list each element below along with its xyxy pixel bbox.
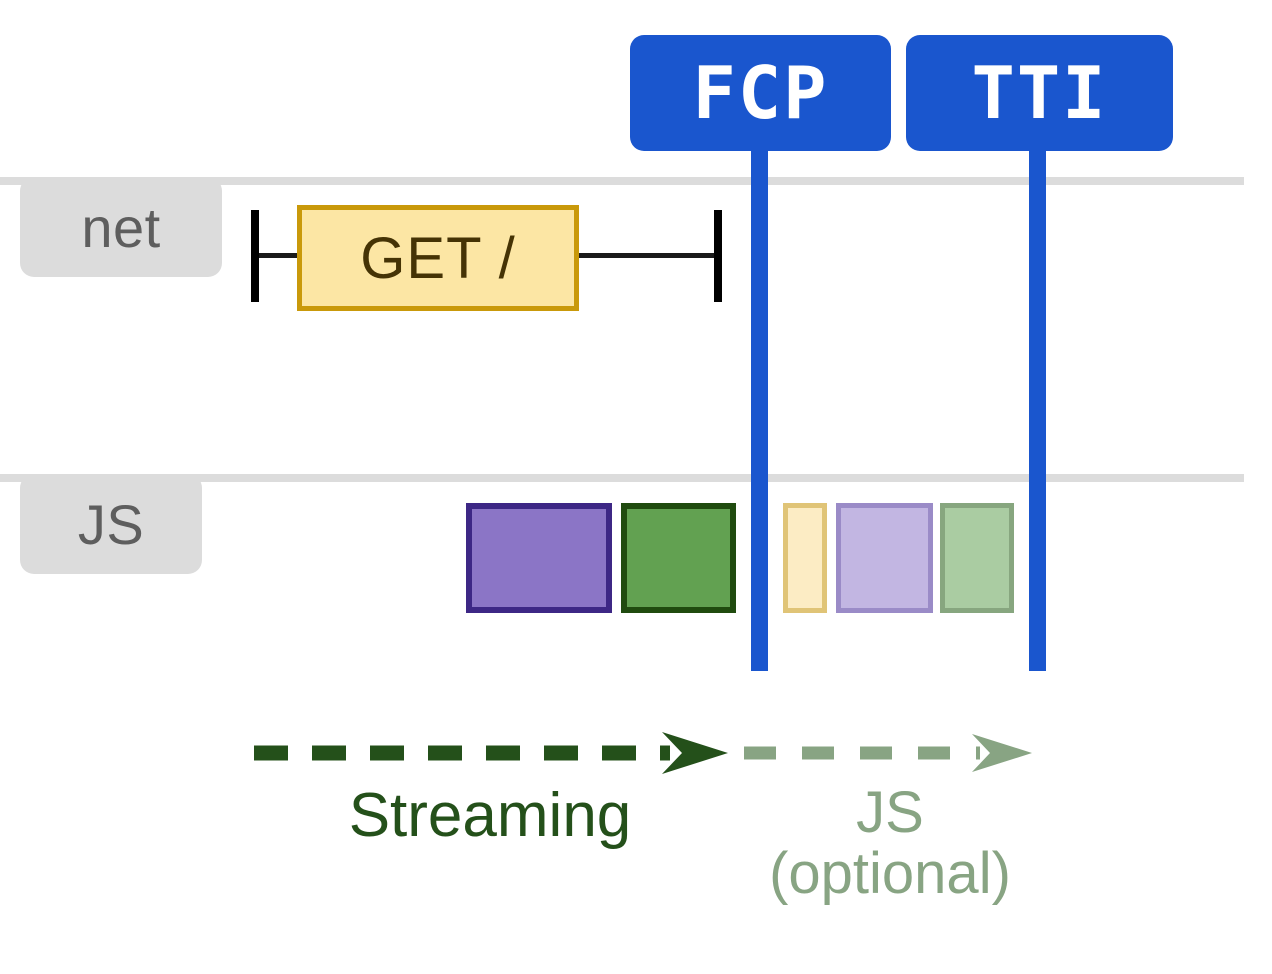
- request-whisker-cap-right: [714, 210, 722, 302]
- js-task-block-optional-2: [836, 503, 933, 613]
- request-whisker-cap-left: [251, 210, 259, 302]
- js-task-block-optional-3: [940, 503, 1014, 613]
- annotation-label-optional-js: JS (optional): [740, 780, 1040, 906]
- lane-label-js: JS: [20, 474, 202, 574]
- js-task-block-exec: [621, 503, 736, 613]
- marker-line-tti: [1029, 144, 1046, 671]
- marker-badge-fcp: FCP: [630, 35, 891, 151]
- network-request-block: GET /: [297, 205, 579, 311]
- streaming-arrow-icon: [254, 732, 728, 774]
- annotation-label-optional-js-main: JS: [856, 780, 924, 845]
- lane-rule-js: [0, 474, 1244, 482]
- marker-line-fcp: [751, 144, 768, 671]
- lane-label-net: net: [20, 177, 222, 277]
- request-whisker-line-right: [576, 253, 718, 258]
- optional-js-arrow-icon: [744, 734, 1032, 772]
- js-task-block-optional-1: [783, 503, 827, 613]
- lane-rule-net: [0, 177, 1244, 185]
- request-whisker-line-left: [255, 253, 303, 258]
- annotation-label-streaming: Streaming: [348, 781, 632, 850]
- annotation-label-optional-js-sub: (optional): [769, 840, 1011, 906]
- marker-badge-tti: TTI: [906, 35, 1173, 151]
- js-task-block-parse: [466, 503, 612, 613]
